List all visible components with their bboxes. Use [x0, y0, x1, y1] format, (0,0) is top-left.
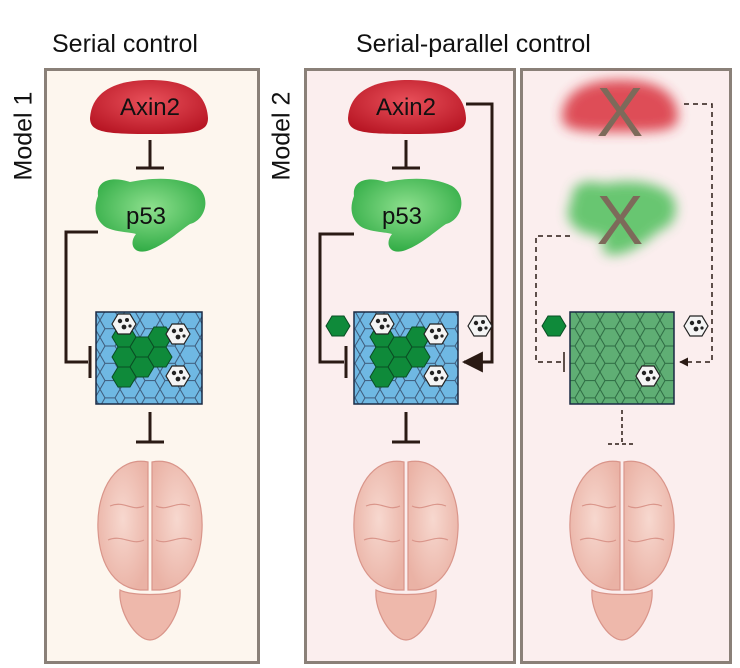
nucleus-cell-icon — [467, 315, 493, 337]
axin2-protein-shape — [348, 80, 466, 134]
knockout-x-mark: X — [597, 181, 644, 259]
knockout-x-mark: X — [597, 73, 644, 151]
p53-knockout-shape — [567, 181, 676, 255]
axin2-dashed-arrow — [679, 103, 713, 367]
p53-dashed-inhibition — [535, 235, 570, 363]
p53-inhibition-line — [318, 232, 354, 364]
brain-icon — [353, 460, 459, 641]
inhibition-bar-icon — [392, 140, 420, 170]
nucleus-cell-icon — [369, 313, 395, 335]
inhibition-bar-icon — [392, 412, 420, 444]
p53-label: p53 — [126, 203, 166, 230]
brain-icon — [97, 460, 203, 641]
nucleus-cell-icon — [165, 365, 191, 387]
knockout-model-pathway: X X — [535, 73, 713, 641]
p53-inhibition-line — [64, 230, 98, 364]
progenitor-grid — [569, 311, 675, 405]
serial-parallel-control-title: Serial-parallel control — [356, 30, 591, 58]
axin2-protein-shape — [90, 80, 208, 134]
serial-model-pathway: Axin2 p53 — [64, 80, 208, 641]
p53-protein-shape — [351, 178, 462, 252]
nucleus-cell-icon — [423, 323, 449, 345]
hexagon-cell-icon — [325, 315, 351, 337]
inhibition-bar-icon — [136, 140, 164, 170]
serial-parallel-model-pathway: Axin2 p53 — [318, 80, 494, 641]
axin2-label: Axin2 — [376, 94, 436, 121]
axin2-activation-arrow — [461, 102, 494, 373]
p53-protein-shape — [95, 178, 206, 252]
inhibition-bar-icon — [136, 412, 164, 444]
progenitor-grid — [353, 311, 459, 405]
nucleus-cell-icon — [635, 365, 661, 387]
nucleus-cell-icon — [111, 313, 137, 335]
nucleus-cell-icon — [165, 323, 191, 345]
axin2-knockout-shape — [562, 80, 678, 132]
nucleus-cell-icon — [683, 315, 709, 337]
hexagon-cell-icon — [541, 315, 567, 337]
serial-control-title: Serial control — [52, 30, 198, 58]
p53-label: p53 — [382, 203, 422, 230]
dashed-inhibition-bar — [608, 410, 636, 445]
nucleus-cell-icon — [423, 365, 449, 387]
axin2-label: Axin2 — [120, 94, 180, 121]
progenitor-grid — [95, 311, 203, 405]
brain-icon — [569, 460, 675, 641]
